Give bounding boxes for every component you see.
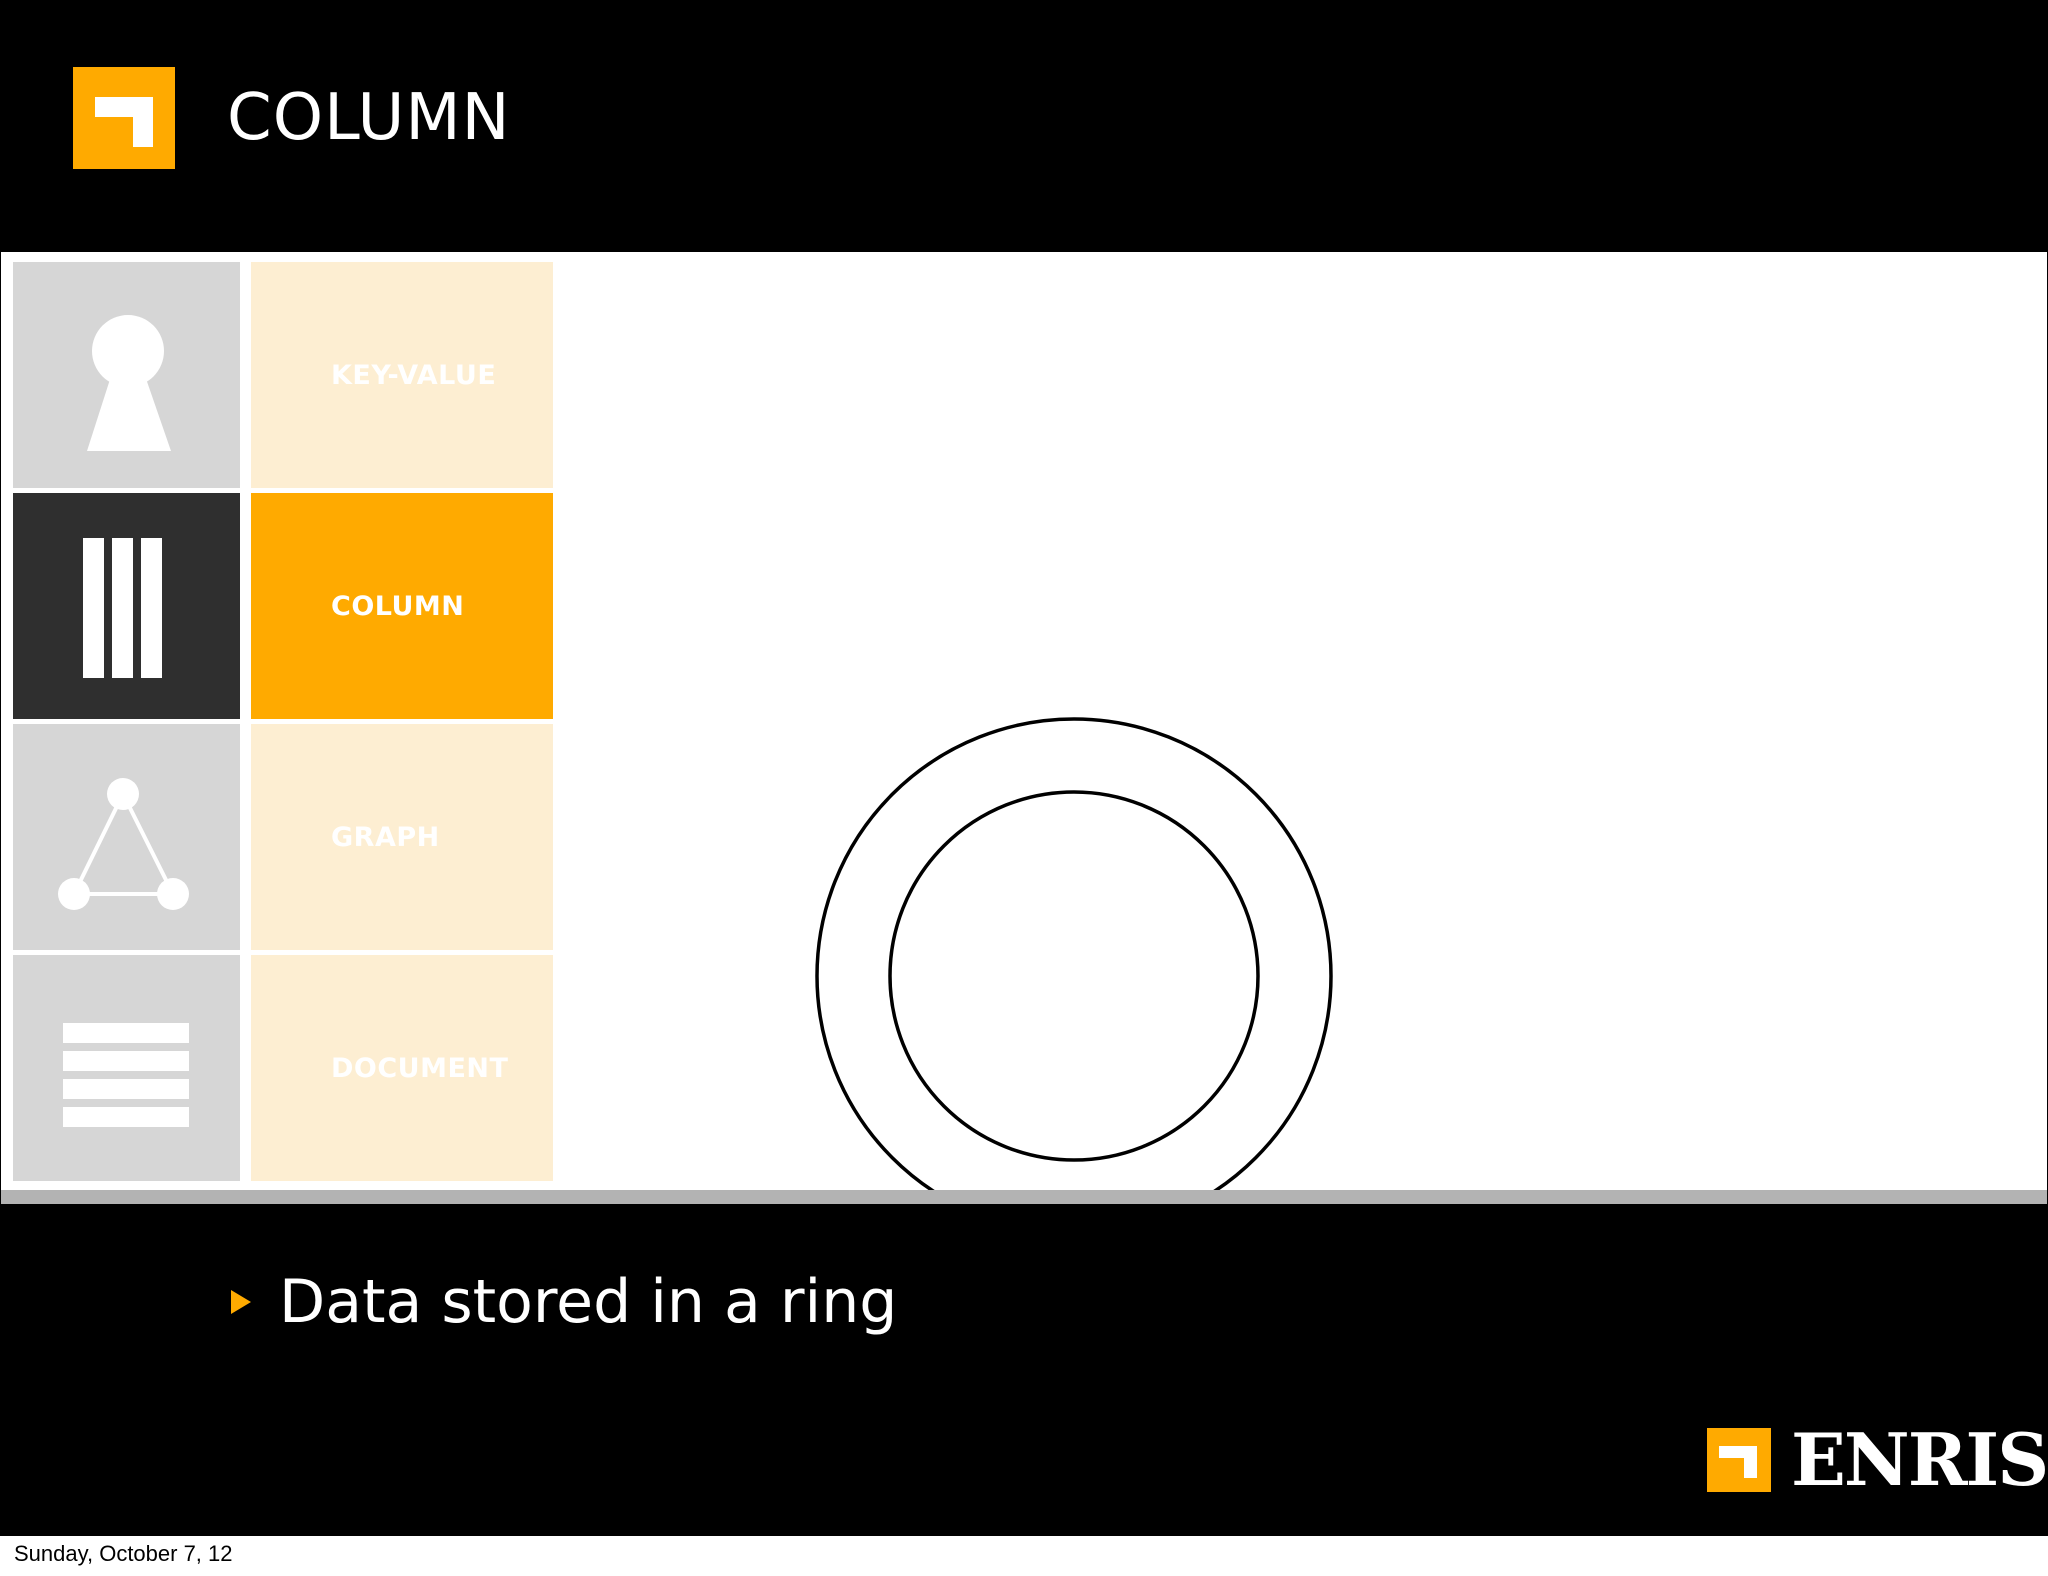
divider (1, 1190, 2047, 1204)
sidebar-item-label: GRAPH (331, 821, 440, 853)
corner-bracket-icon (1707, 1428, 1771, 1492)
sidebar-item-label: KEY-VALUE (331, 359, 497, 391)
sidebar-item-graph: GRAPH (251, 724, 553, 950)
keyhole-icon (87, 315, 171, 451)
document-lines-icon (63, 1023, 189, 1127)
sidebar-item-document-icon-cell (13, 955, 240, 1181)
bullet-text: Data stored in a ring (279, 1267, 898, 1337)
ring-icon (815, 717, 1333, 1235)
sidebar-item-column: COLUMN (251, 493, 553, 719)
sidebar-item-label: DOCUMENT (331, 1052, 509, 1084)
slide: COLUMN KEY-VALUE COLUMN (0, 0, 2048, 1536)
corner-bracket-icon (73, 67, 175, 169)
graph-icon (58, 778, 189, 910)
slide-content: KEY-VALUE COLUMN GRAPH (1, 252, 2047, 1235)
sidebar-item-key-value-icon-cell (13, 262, 240, 488)
date-caption: Sunday, October 7, 12 (14, 1541, 233, 1566)
bullet-triangle-icon (231, 1290, 251, 1314)
sidebar-item-graph-icon-cell (13, 724, 240, 950)
slide-header: COLUMN (1, 1, 2047, 252)
brand-logo-text: ENRISE (1791, 1417, 2048, 1502)
sidebar-item-document: DOCUMENT (251, 955, 553, 1181)
sidebar-item-column-icon-cell (13, 493, 240, 719)
page-title: COLUMN (227, 81, 511, 155)
sidebar-item-label: COLUMN (331, 590, 465, 622)
columns-icon (83, 538, 162, 678)
slide-footer: Data stored in a ring ENRISE (1, 1204, 2048, 1535)
sidebar-item-key-value: KEY-VALUE (251, 262, 553, 488)
